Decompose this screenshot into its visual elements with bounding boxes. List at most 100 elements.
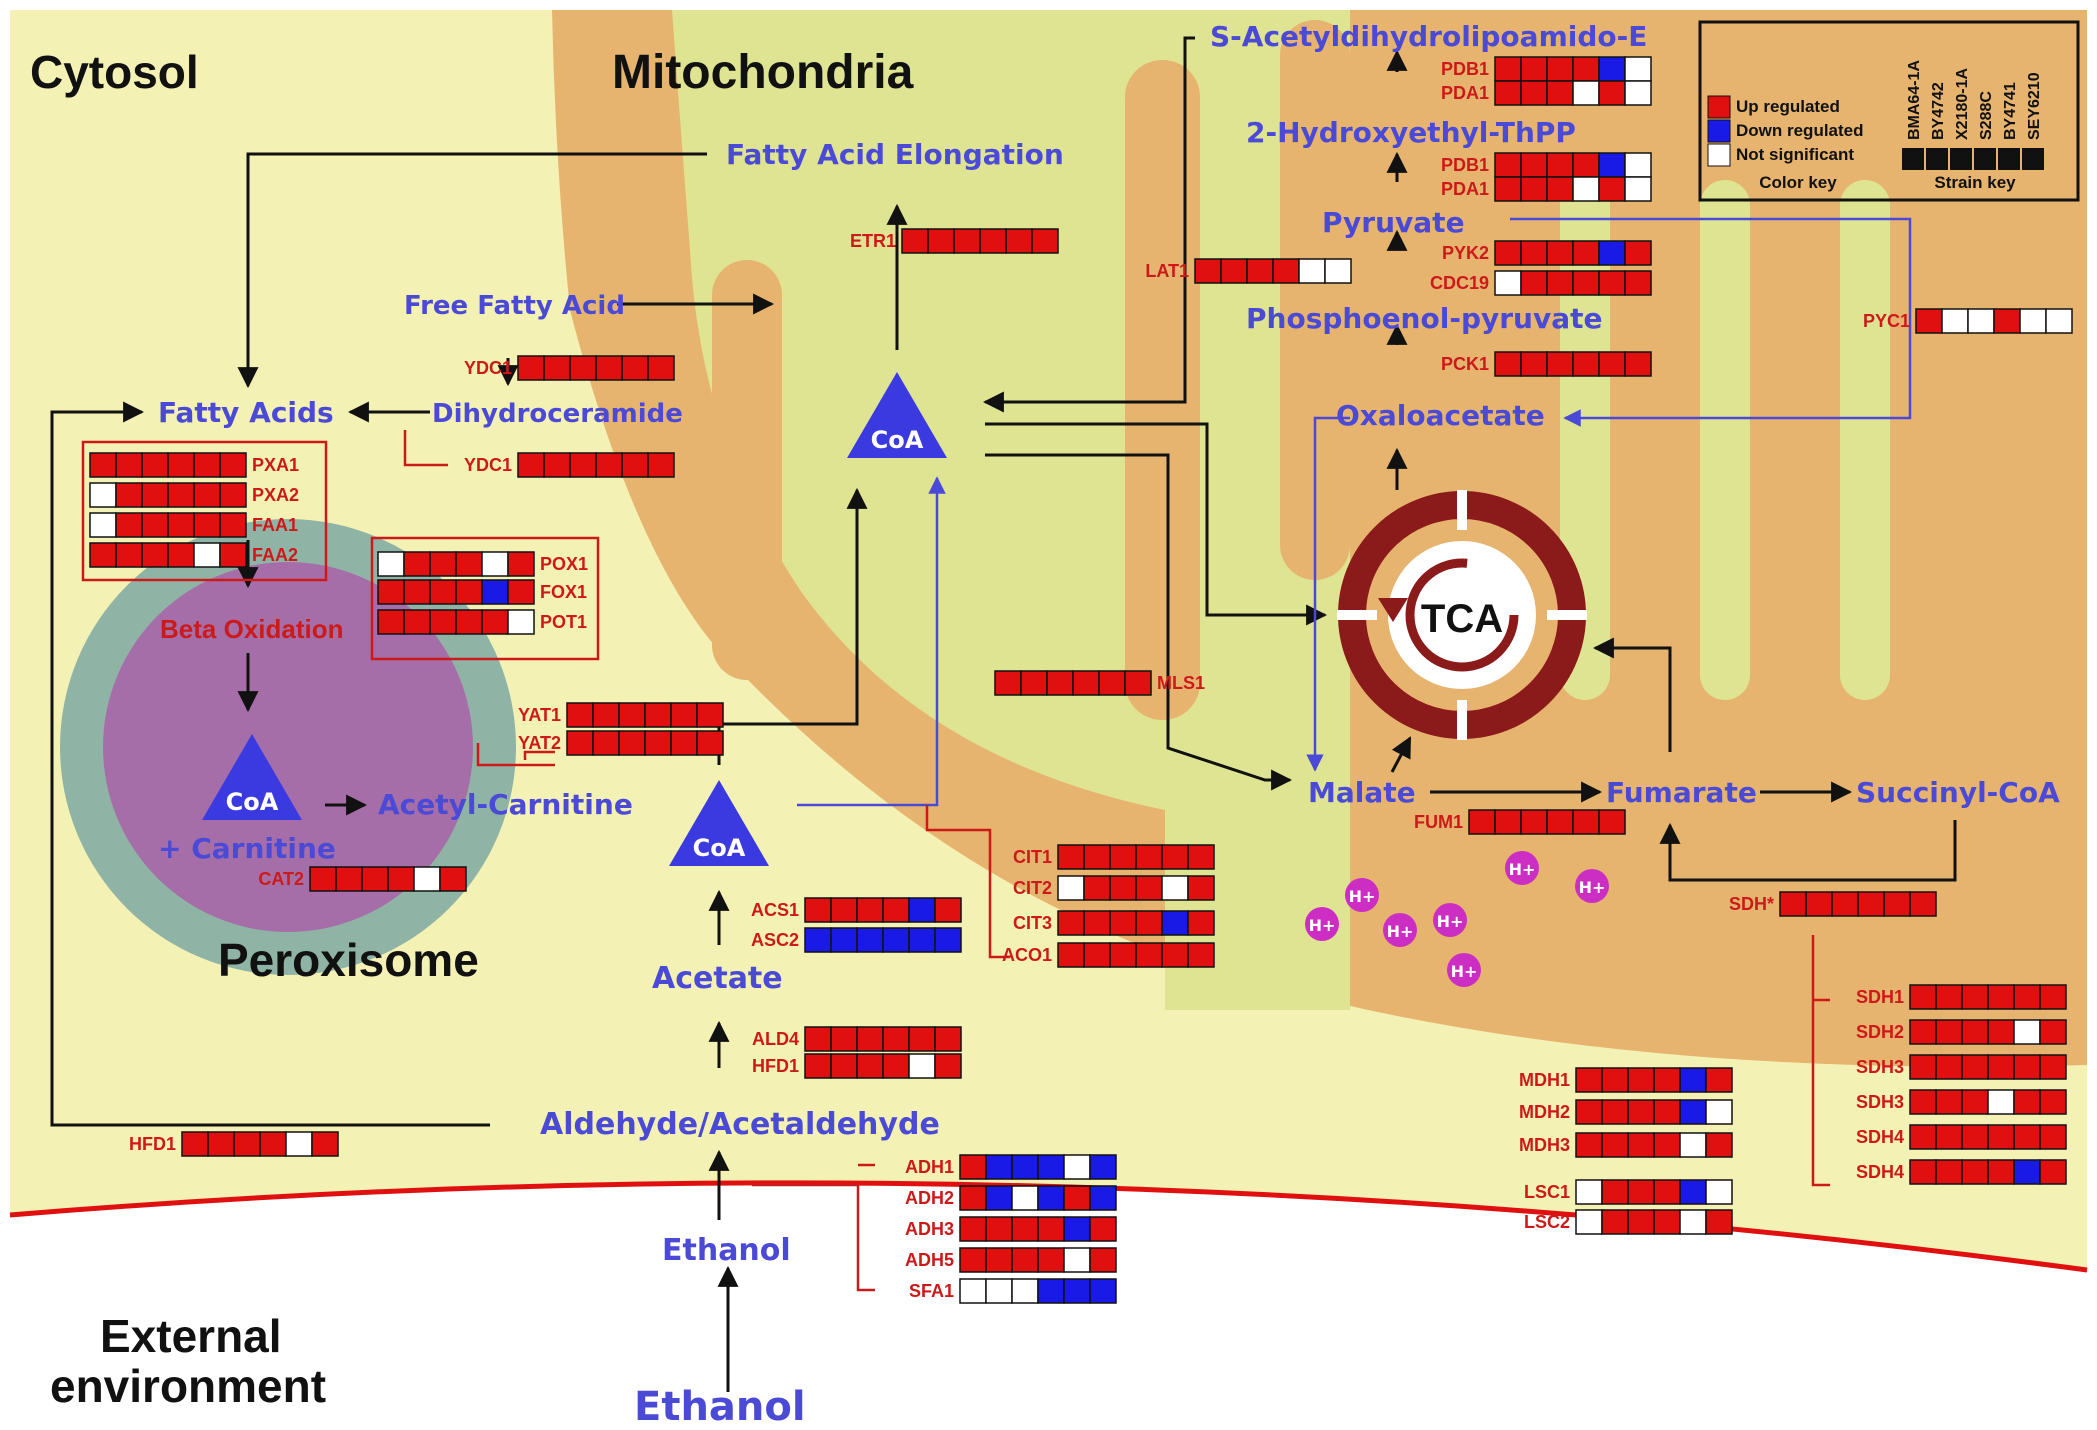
expression-cell — [1089, 1185, 1117, 1211]
expression-cell — [959, 1247, 987, 1273]
expression-cell — [1089, 1216, 1117, 1242]
gene-sfa1: SFA1 — [909, 1278, 1117, 1304]
expression-cell — [979, 228, 1007, 254]
expression-cell — [1083, 875, 1111, 901]
external-label-1: External — [100, 1310, 282, 1362]
gene-cdc19: CDC19 — [1430, 270, 1652, 296]
expression-cell — [507, 579, 535, 605]
gene-faa2: FAA2 — [89, 542, 298, 568]
expression-cell — [1072, 670, 1100, 696]
expression-cell — [1572, 176, 1600, 202]
expression-cell — [167, 512, 195, 538]
gene-label: YAT2 — [518, 733, 561, 753]
gene-mdh3: MDH3 — [1519, 1132, 1733, 1158]
expression-cell — [455, 551, 483, 577]
legend-swatch-ns — [1707, 143, 1731, 167]
expression-cell — [1572, 80, 1600, 106]
gene-label: ACS1 — [751, 900, 799, 920]
expression-cell — [1987, 1124, 2015, 1150]
expression-cell — [481, 609, 509, 635]
coa-triangle-mito: CoA — [847, 372, 947, 458]
expression-cell — [1520, 270, 1548, 296]
expression-cell — [804, 1053, 832, 1079]
gene-pxa1: PXA1 — [89, 452, 299, 478]
expression-cell — [1089, 1278, 1117, 1304]
expression-cell — [1961, 1159, 1989, 1185]
expression-cell — [1679, 1067, 1707, 1093]
expression-cell — [1624, 176, 1652, 202]
gene-label: CIT2 — [1013, 878, 1052, 898]
expression-cell — [1575, 1209, 1603, 1235]
gene-sdh4: SDH4 — [1856, 1124, 2067, 1150]
gene-lat1: LAT1 — [1145, 258, 1352, 284]
gene-label: MDH2 — [1519, 1102, 1570, 1122]
expression-cell — [856, 1053, 884, 1079]
expression-cell — [959, 1154, 987, 1180]
expression-cell — [1109, 844, 1137, 870]
expression-cell — [233, 1131, 261, 1157]
expression-cell — [595, 355, 623, 381]
metabolite-acetyl-carnitine: Acetyl-Carnitine — [378, 788, 633, 821]
gene-label: PYK2 — [1442, 243, 1489, 263]
expression-cell — [934, 927, 962, 953]
expression-cell — [1031, 228, 1059, 254]
expression-cell — [1909, 1159, 1937, 1185]
expression-cell — [908, 1026, 936, 1052]
expression-cell — [1520, 152, 1548, 178]
expression-cell — [1679, 1179, 1707, 1205]
metabolite-fatty-acid-elongation: Fatty Acid Elongation — [726, 138, 1064, 171]
svg-text:H+: H+ — [1509, 860, 1536, 879]
h-ion-2: H+ — [1575, 869, 1609, 903]
expression-cell — [1909, 984, 1937, 1010]
gene-label: YDC1 — [464, 358, 512, 378]
expression-cell — [882, 927, 910, 953]
expression-cell — [1037, 1278, 1065, 1304]
metabolite-fatty-acids: Fatty Acids — [158, 396, 334, 429]
gene-fum1: FUM1 — [1414, 809, 1626, 835]
gene-pox1: POX1 — [377, 551, 588, 577]
expression-cell — [89, 452, 117, 478]
metabolite-acetate: Acetate — [652, 961, 783, 996]
expression-cell — [1575, 1099, 1603, 1125]
expression-cell — [595, 452, 623, 478]
expression-cell — [1272, 258, 1300, 284]
expression-cell — [1520, 80, 1548, 106]
expression-cell — [670, 730, 698, 756]
expression-cell — [1705, 1209, 1733, 1235]
strain-name: BMA64-1A — [1906, 60, 1923, 140]
expression-cell — [1627, 1099, 1655, 1125]
gene-adh3: ADH3 — [905, 1216, 1117, 1242]
expression-cell — [2039, 1124, 2067, 1150]
coa-label: CoA — [226, 788, 279, 816]
strain-key-cell — [1974, 148, 1996, 170]
strain-name: X2180-1A — [1954, 68, 1971, 140]
expression-cell — [1057, 942, 1085, 968]
expression-cell — [1909, 891, 1937, 917]
gene-hfd1: HFD1 — [129, 1131, 339, 1157]
expression-cell — [1679, 1209, 1707, 1235]
gene-label: POX1 — [540, 554, 588, 574]
expression-cell — [181, 1131, 209, 1157]
expression-cell — [219, 482, 247, 508]
expression-cell — [959, 1185, 987, 1211]
gene-label: SFA1 — [909, 1281, 954, 1301]
expression-cell — [1627, 1067, 1655, 1093]
gene-pck1: PCK1 — [1441, 351, 1652, 377]
gene-ydc1: YDC1 — [464, 452, 675, 478]
expression-cell — [1494, 56, 1522, 82]
expression-cell — [1598, 152, 1626, 178]
expression-cell — [1098, 670, 1126, 696]
expression-cell — [1909, 1054, 1937, 1080]
gene-faa1: FAA1 — [89, 512, 298, 538]
expression-cell — [1161, 844, 1189, 870]
expression-cell — [1935, 1089, 1963, 1115]
legend: Up regulated Down regulated Not signific… — [1698, 20, 2080, 202]
expression-cell — [1935, 984, 1963, 1010]
expression-cell — [1546, 351, 1574, 377]
expression-cell — [1037, 1247, 1065, 1273]
strain-name: SEY6210 — [2026, 72, 2043, 140]
expression-cell — [647, 355, 675, 381]
expression-cell — [387, 866, 415, 892]
expression-cell — [1046, 670, 1074, 696]
expression-cell — [377, 609, 405, 635]
